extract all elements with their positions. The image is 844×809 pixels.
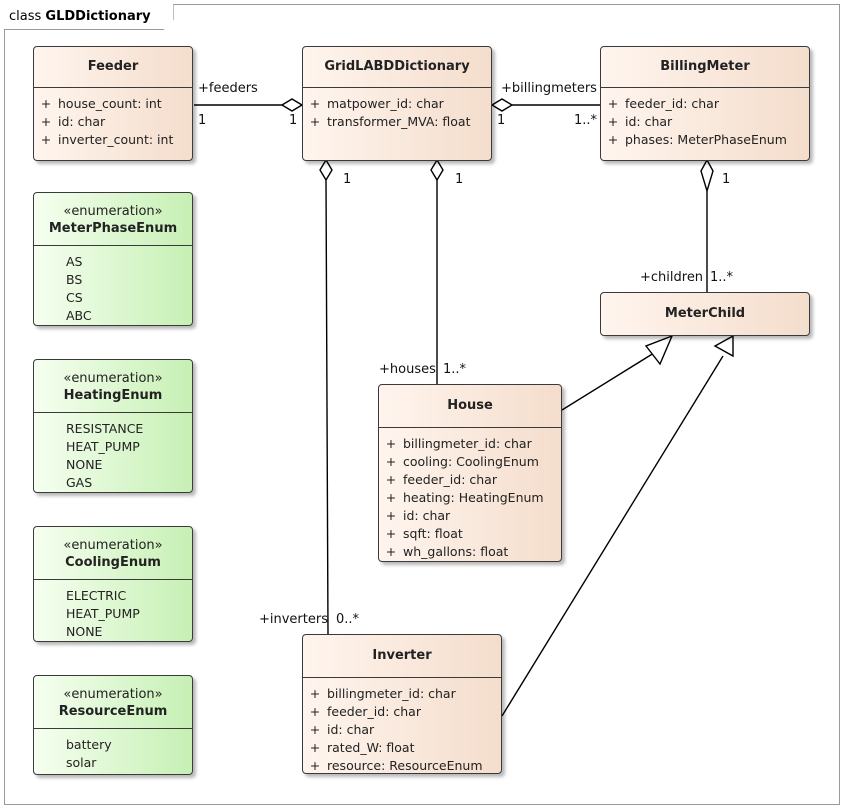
class-inverter[interactable]: Inverter +billingmeter_id: char +feeder_… (302, 634, 502, 774)
class-gridlabd-name: GridLABDDictionary (324, 59, 470, 74)
mult-houses-source: 1..* (443, 362, 467, 377)
mult-children-meter: 1 (722, 172, 731, 187)
attribute-row: +feeder_id: char (385, 472, 497, 487)
enum-heating-name: HeatingEnum (63, 388, 163, 403)
enum-meterphase[interactable]: «enumeration» MeterPhaseEnum AS BS CS AB… (33, 192, 193, 326)
attribute-row: +rated_W: float (309, 740, 415, 755)
enum-literal: GAS (66, 475, 93, 490)
mult-feeders-dict: 1 (289, 113, 298, 128)
enum-literal: RESISTANCE (66, 421, 144, 436)
attribute-row: +resource: ResourceEnum (309, 758, 483, 773)
enum-meterphase-name: MeterPhaseEnum (48, 221, 178, 236)
enum-stereotype: «enumeration» (63, 204, 163, 219)
enum-cooling[interactable]: «enumeration» CoolingEnum ELECTRIC HEAT_… (33, 526, 193, 642)
attribute-row: +billingmeter_id: char (385, 436, 532, 451)
attribute-row: +matpower_id: char (309, 96, 444, 111)
class-billingmeter[interactable]: BillingMeter +feeder_id: char +id: char … (600, 46, 810, 161)
class-inverter-name: Inverter (372, 648, 432, 663)
mult-billingmeters-source: 1..* (574, 113, 598, 128)
attribute-row: +cooling: CoolingEnum (385, 454, 539, 469)
enum-resource[interactable]: «enumeration» ResourceEnum battery solar (33, 675, 193, 775)
enum-literal: solar (66, 755, 97, 770)
enum-literal: NONE (66, 457, 103, 472)
mult-inverters-dict: 1 (343, 172, 352, 187)
enum-literal: ELECTRIC (66, 588, 127, 603)
attribute-row: +heating: HeatingEnum (385, 490, 544, 505)
mult-children-child: 1..* (710, 270, 734, 285)
enum-literal: HEAT_PUMP (66, 606, 140, 621)
role-billingmeters: +billingmeters (501, 81, 597, 96)
attribute-row: +feeder_id: char (309, 704, 421, 719)
enum-literal: AS (66, 254, 83, 269)
diagram-frame (4, 4, 840, 805)
class-house-name: House (447, 398, 493, 413)
enum-literal: BS (66, 272, 83, 287)
attribute-row: +inverter_count: int (40, 132, 174, 147)
class-meterchild-name: MeterChild (664, 306, 746, 321)
frame-title: class GLDDictionary (4, 4, 174, 30)
role-houses: +houses (379, 362, 436, 377)
enum-stereotype: «enumeration» (63, 371, 163, 386)
role-feeders: +feeders (198, 81, 258, 96)
role-inverters: +inverters (259, 612, 328, 627)
attribute-row: +sqft: float (385, 526, 463, 541)
enum-resource-name: ResourceEnum (58, 704, 168, 719)
class-feeder[interactable]: Feeder +house_count: int +id: char +inve… (33, 46, 193, 161)
attribute-row: +transformer_MVA: float (309, 114, 471, 129)
attribute-row: +id: char (309, 722, 375, 737)
class-feeder-name: Feeder (87, 59, 139, 74)
mult-inverters-source: 0..* (336, 612, 360, 627)
enum-literal: NONE (66, 624, 103, 639)
attribute-row: +feeder_id: char (607, 96, 719, 111)
enum-stereotype: «enumeration» (63, 687, 163, 702)
enum-literal: HEAT_PUMP (66, 439, 140, 454)
class-gridlabd-dictionary[interactable]: GridLABDDictionary +matpower_id: char +t… (302, 46, 492, 161)
attribute-row: +wh_gallons: float (385, 544, 509, 559)
enum-stereotype: «enumeration» (63, 538, 163, 553)
enum-heating[interactable]: «enumeration» HeatingEnum RESISTANCE HEA… (33, 359, 193, 493)
attribute-row: +phases: MeterPhaseEnum (607, 132, 787, 147)
enum-literal: ABC (66, 308, 92, 323)
frame-kind: class (9, 9, 42, 24)
class-house[interactable]: House +billingmeter_id: char +cooling: C… (378, 384, 562, 562)
attribute-row: +id: char (607, 114, 673, 129)
attribute-row: +id: char (40, 114, 106, 129)
enum-literal: battery (66, 737, 112, 752)
frame-name: GLDDictionary (45, 9, 151, 24)
attribute-row: +id: char (385, 508, 451, 523)
mult-houses-dict: 1 (455, 172, 464, 187)
attribute-row: +house_count: int (40, 96, 162, 111)
mult-billingmeters-dict: 1 (497, 113, 506, 128)
attribute-row: +billingmeter_id: char (309, 686, 456, 701)
class-billingmeter-name: BillingMeter (660, 59, 750, 74)
class-meterchild[interactable]: MeterChild (600, 292, 810, 336)
role-children: +children (640, 270, 704, 285)
mult-feeders-source: 1 (198, 113, 207, 128)
enum-cooling-name: CoolingEnum (65, 555, 161, 570)
enum-literal: CS (66, 290, 83, 305)
